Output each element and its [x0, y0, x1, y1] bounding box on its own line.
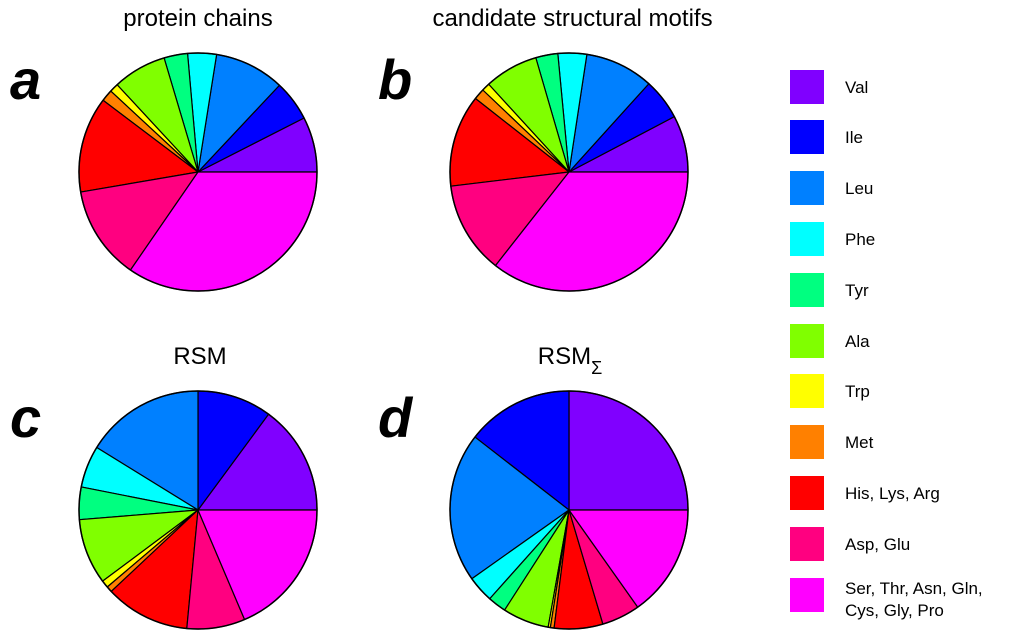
legend-label: Tyr — [845, 281, 869, 300]
pie-slice-val — [568, 390, 689, 511]
legend-swatch — [790, 171, 824, 205]
pie-outline — [78, 52, 318, 292]
legend-label: Ile — [845, 128, 863, 147]
pie-outline — [78, 390, 318, 630]
panel-b-title: candidate structural motifs — [400, 5, 745, 33]
panel-c-title: RSM — [140, 343, 260, 371]
pie-outline — [449, 52, 689, 292]
legend-label: Phe — [845, 230, 876, 249]
legend-swatch — [790, 476, 824, 510]
legend-label: Trp — [845, 382, 870, 401]
legend-label: Ser, Thr, Asn, Gln, Cys, Gly, Pro — [845, 579, 983, 620]
panel-b-title-text: candidate structural motifs — [432, 5, 713, 32]
panel-d-title-text: RSM — [537, 343, 592, 370]
panel-d-title-subscript: Σ — [591, 358, 603, 378]
legend-swatch — [790, 120, 824, 154]
panel-a-title-text: protein chains — [123, 5, 273, 32]
legend-swatch — [790, 374, 824, 408]
legend-label: Leu — [845, 179, 874, 198]
pie-chart-b — [449, 52, 689, 292]
pie-chart-d — [449, 390, 689, 630]
legend-label: His, Lys, Arg — [845, 484, 940, 503]
legend-swatch — [790, 324, 824, 358]
legend-label: Asp, Glu — [845, 535, 911, 554]
panel-a-title: protein chains — [88, 5, 308, 33]
legend-swatch — [790, 578, 824, 612]
pie-outline — [449, 390, 689, 630]
panel-c-title-text: RSM — [173, 343, 227, 370]
legend-swatch — [790, 527, 824, 561]
panel-a-letter: a — [10, 48, 42, 111]
panel-b-letter: b — [378, 48, 413, 111]
legend-label: Ala — [845, 332, 870, 351]
pie-chart-a — [78, 52, 318, 292]
legend-label: Met — [845, 433, 874, 452]
legend-swatch — [790, 222, 824, 256]
pie-chart-c — [78, 390, 318, 630]
panel-d-title: RSMΣ — [505, 343, 635, 378]
legend-swatch — [790, 425, 824, 459]
legend-swatch — [790, 273, 824, 307]
legend-swatch — [790, 70, 824, 104]
panel-d-letter: d — [378, 386, 413, 449]
panel-c-letter: c — [10, 386, 42, 449]
legend-label: Val — [845, 78, 869, 97]
